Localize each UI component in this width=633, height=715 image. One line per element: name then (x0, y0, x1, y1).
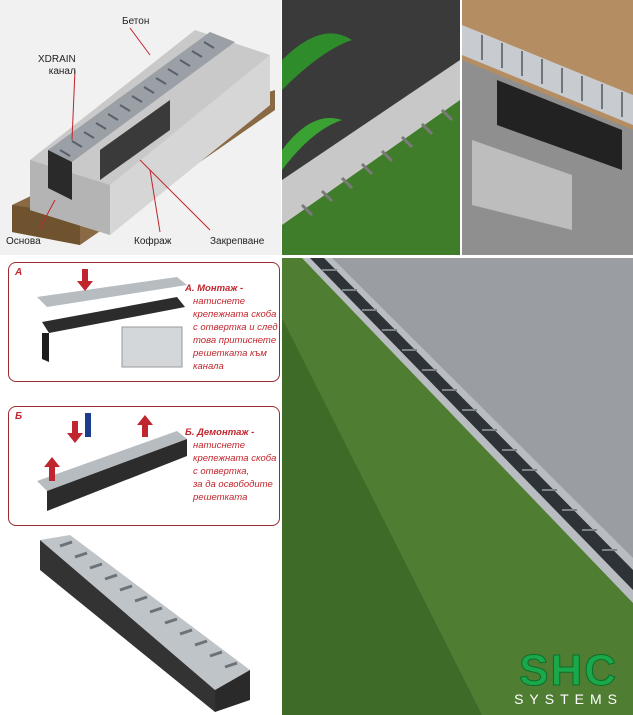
step-a-illustration (37, 269, 187, 368)
step-a-caption: А. Монтаж - натиснете крепежната скоба с… (185, 269, 278, 386)
logo-brand: SHC (519, 646, 618, 695)
label-base: Основа (6, 236, 41, 247)
diagram-illustration (12, 27, 275, 245)
logo-sub: SYSTEMS (514, 691, 623, 707)
label-formwork: Кофраж (134, 236, 172, 247)
photo-product-channel (0, 530, 281, 715)
label-channel: XDRAIN канал (38, 54, 76, 77)
label-concrete: Бетон (122, 16, 150, 27)
step-a-tag: А (15, 267, 23, 278)
installation-diagram: Бетон XDRAIN канал Основа Кофраж Закрепв… (0, 0, 281, 255)
step-b-text: натиснете крепежната скоба с отвертка, з… (193, 440, 277, 503)
step-a-title: А. Монтаж - (185, 283, 244, 294)
photo-paving-channel (462, 0, 633, 255)
step-a-text: натиснете крепежната скоба с отвертка и … (193, 296, 278, 372)
brand-logo: SHC SYSTEMS (514, 646, 623, 707)
step-a-box: А А. Монтаж - натиснете крепежната скоба… (8, 262, 280, 382)
step-b-tag: Б (15, 411, 23, 422)
step-b-illustration (37, 413, 187, 511)
photo-installed-channel: SHC SYSTEMS (282, 258, 633, 715)
photo-grass-channel (282, 0, 460, 255)
step-b-title: Б. Демонтаж - (185, 427, 255, 438)
step-b-box: Б Б. Демонтаж - натиснете крепежната ско… (8, 406, 280, 526)
label-fixing: Закрепване (210, 236, 265, 247)
step-b-caption: Б. Демонтаж - натиснете крепежната скоба… (185, 413, 276, 517)
